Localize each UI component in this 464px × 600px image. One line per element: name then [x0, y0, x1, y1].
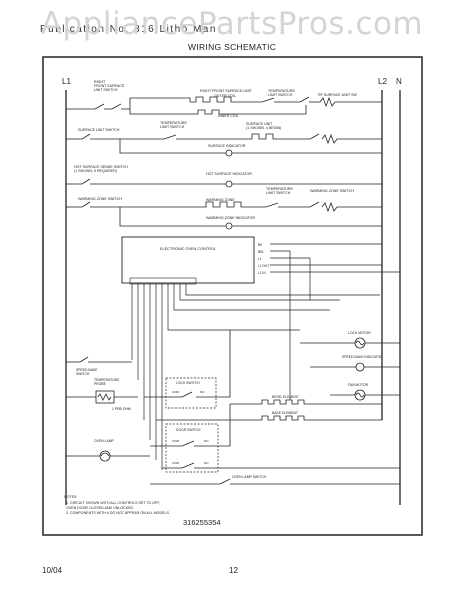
schematic-border [42, 56, 423, 536]
oven-lamp-symbol [99, 450, 111, 462]
eoc-terminal-l2-in: L2 IN [258, 271, 266, 275]
temp-limit-switch-1-label: TEMPERATURE LIMIT SWITCH [268, 89, 296, 97]
lock-switch-no-label: NO [200, 390, 205, 394]
note-line-1: 1. CIRCUIT SHOWN WITH ALL CONTROLS SET T… [66, 501, 160, 505]
speed-bake-indicator-symbol [355, 362, 365, 372]
page-number: 12 [229, 566, 238, 575]
temp-probe-symbol [95, 390, 115, 404]
note-line-2: OVEN DOOR CLOSED AND UNLOCKED. [66, 506, 134, 510]
warming-zone-switch-right-label: WARMING ZONE SWITCH [310, 189, 354, 193]
eoc-terminal-brl: BRL [258, 250, 264, 254]
eoc-terminal-l2-out: L2 OUT [258, 264, 269, 268]
door-switch-no-label-2: NO [204, 461, 209, 465]
lock-switch-label: LOCK SWITCH [176, 381, 200, 385]
warming-zone-label: WARMING ZONE [206, 198, 235, 202]
surface-unit-1-label: SURFACE UNIT (1 SHOWN, 4 BEGIN) [246, 122, 281, 130]
door-switch-com-label-2: COM [172, 461, 180, 465]
warming-zone-indicator-label: WARMING ZONE INDICATOR [206, 216, 255, 220]
oven-lamp-switch: OVEN LAMP SWITCH [232, 475, 267, 479]
right-front-unit-label: RIGHT FRONT SURFACE UNIT [200, 89, 253, 93]
right-loads: LOCK MOTOR SPEED BAKE INDICATOR FAN MOTO… [342, 331, 383, 387]
surface-unit-switch-label: SURFACE UNIT SWITCH [78, 128, 120, 132]
heating-elements: BROIL ELEMENT BAKE ELEMENT [272, 395, 299, 415]
note-line-3: 2. COMPONENTS WITH # DO NOT APPEAR ON AL… [66, 511, 170, 515]
row-warming-zone: WARMING ZONE SWITCH WARMING ZONE TEMPERA… [78, 187, 354, 220]
fan-motor-label: FAN MOTOR [348, 383, 369, 387]
eoc-terminal-bk: BK [258, 243, 263, 247]
speed-bake-switch-label: SPEED BAKE SWITCH [76, 368, 98, 376]
door-switch-com-label-1: COM [172, 439, 180, 443]
lock-switch-com-label: COM [172, 390, 180, 394]
footer-date: 10/04 [42, 566, 63, 575]
temp-limit-switch-2-label: TEMPERATURE LIMIT SWITCH [160, 121, 188, 129]
door-switch-label: DOOR SWITCH [176, 428, 201, 432]
right-front-switch-label: RIGHT FRONT SURFACE UNIT SWITCH [94, 80, 125, 92]
row-right-front-surface: RIGHT FRONT SURFACE UNIT SWITCH RIGHT FR… [94, 80, 357, 118]
rail-l1-label: L1 [62, 77, 71, 86]
door-switch-no-label-1: NO [204, 439, 209, 443]
hot-surface-indicator-label: HOT SURFACE INDICATOR [206, 172, 252, 176]
rf-surface-unit-sw-label: RF SURFACE UNIT SW [318, 93, 357, 97]
page-title: WIRING SCHEMATIC [188, 42, 277, 52]
probe-ohm-label: 1 PRB OHM [112, 407, 131, 411]
hot-surface-sense-label: HOT SURFACE SENSE SWITCH (1 SHOWN, 5 REQ… [74, 165, 129, 173]
eoc-terminal-l1: L1 [258, 257, 262, 261]
row-surface-unit: SURFACE UNIT SWITCH TEMPERATURE LIMIT SW… [78, 121, 281, 148]
part-number: 316255354 [183, 518, 221, 527]
surface-indicator-label: SURFACE INDICATOR [208, 144, 246, 148]
oven-lamp-switch-label: OVEN LAMP SWITCH [232, 475, 267, 479]
oven-lamp-label: OVEN LAMP [94, 439, 115, 443]
notes: NOTES: 1. CIRCUIT SHOWN WITH ALL CONTROL… [64, 495, 170, 515]
speed-bake-indicator-label: SPEED BAKE INDICATOR [342, 355, 383, 359]
publication-header: Publication No. 316 Litho Man [40, 24, 217, 35]
row-hot-surface: HOT SURFACE SENSE SWITCH (1 SHOWN, 5 REQ… [74, 165, 252, 176]
bake-element-label: BAKE ELEMENT [272, 411, 298, 415]
inner-coil-label: INNER COIL [218, 114, 239, 118]
power-rails: L1 L2 N [62, 77, 402, 505]
temp-limit-switch-3-label: TEMPERATURE LIMIT SWITCH [266, 187, 294, 195]
electronic-oven-control: ELECTRONIC OVEN CONTROL BK BRL L1 L2 OUT… [121, 236, 269, 285]
rail-l2-label: L2 [378, 77, 387, 86]
eoc-label: ELECTRONIC OVEN CONTROL [160, 247, 216, 251]
outer-coil-label: OUTER COIL [214, 94, 236, 98]
lock-switch-box: LOCK SWITCH COM NO [165, 377, 217, 409]
lock-motor-label: LOCK MOTOR [348, 331, 371, 335]
door-switch-box: DOOR SWITCH COM NO COM NO [165, 423, 219, 473]
rail-n-label: N [396, 77, 402, 86]
warming-zone-switch-left-label: WARMING ZONE SWITCH [78, 197, 122, 201]
broil-element-label: BROIL ELEMENT [272, 395, 299, 399]
left-components: SPEED BAKE SWITCH TEMPERATURE PROBE 1 PR… [76, 368, 131, 443]
notes-heading: NOTES: [64, 495, 77, 499]
temp-probe-label: TEMPERATURE PROBE [94, 378, 120, 386]
